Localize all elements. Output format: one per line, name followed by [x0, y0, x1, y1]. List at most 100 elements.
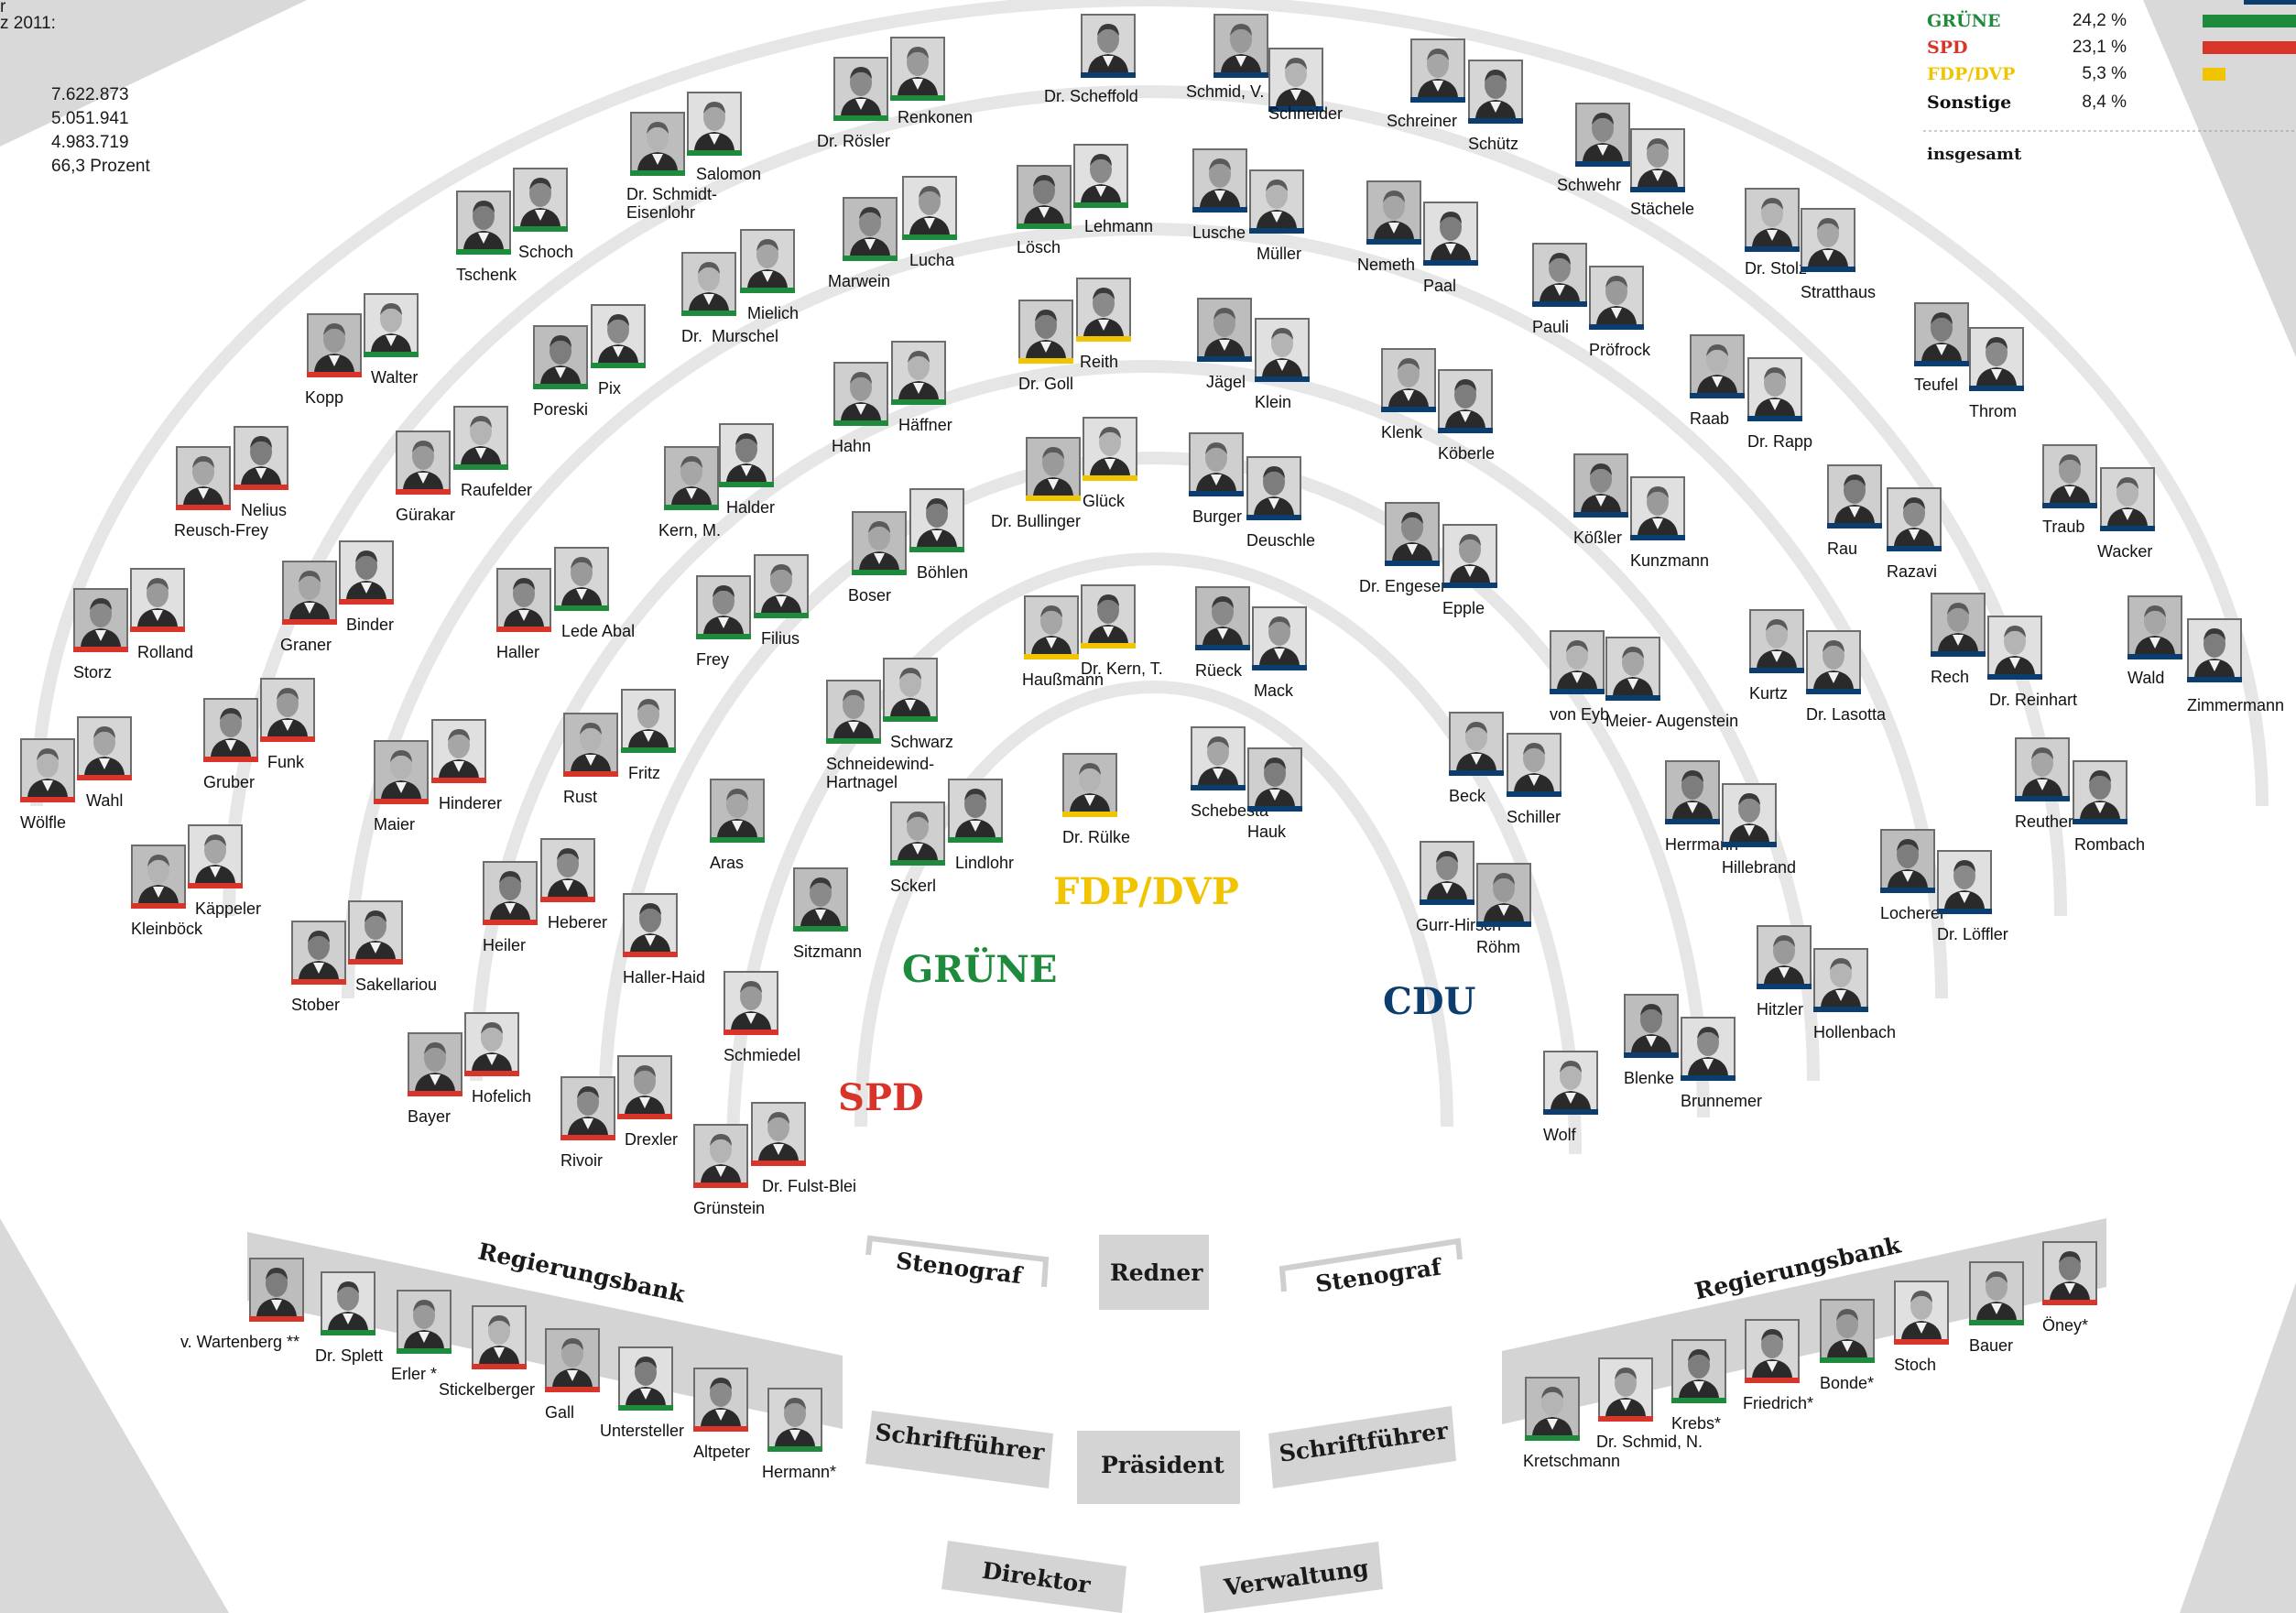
member-photo	[1017, 165, 1072, 223]
party-color-bar	[1575, 161, 1630, 167]
member-photo	[1442, 524, 1497, 583]
party-color-bar	[1438, 428, 1493, 433]
member-name: Brunnemer	[1681, 1092, 1763, 1110]
member-photo	[1969, 1261, 2024, 1320]
seat-card: Nelius	[234, 426, 288, 519]
member-name: Rombach	[2074, 835, 2146, 854]
member-name: Dr. Schmidt- Eisenlohr	[626, 185, 718, 222]
party-color-bar	[176, 505, 231, 510]
member-name: Dr. Engeser	[1359, 577, 1447, 595]
member-name: Kleinböck	[131, 920, 203, 938]
member-name: Erler *	[391, 1365, 438, 1383]
member-name: Marwein	[828, 272, 891, 290]
party-color-bar	[1192, 207, 1247, 213]
party-color-bar	[664, 505, 719, 510]
seat-card: Haußmann	[1022, 595, 1104, 689]
party-color-bar	[890, 860, 945, 866]
seat-card: Rust	[563, 713, 618, 806]
member-photo	[826, 680, 881, 738]
member-name: Hahn	[832, 437, 872, 455]
member-name: Lindlohr	[955, 854, 1015, 872]
member-name: Heberer	[548, 913, 608, 932]
seat-card: Dr. Schmidt- Eisenlohr	[626, 112, 717, 222]
seat-card: Hahn	[832, 362, 888, 455]
seat-card: Traub	[2042, 444, 2097, 536]
member-name: Raufelder	[461, 481, 533, 499]
seat-card: Wolf	[1543, 1051, 1598, 1144]
member-name: Filius	[761, 629, 800, 648]
member-photo	[1630, 476, 1685, 535]
member-photo	[1476, 863, 1531, 921]
seat-card: Lehmann	[1073, 144, 1153, 235]
party-color-bar	[1195, 645, 1250, 650]
member-photo	[693, 1368, 748, 1426]
party-color-bar	[1268, 106, 1323, 112]
member-photo	[891, 341, 946, 399]
member-name: Rivoir	[560, 1151, 604, 1170]
member-photo	[1213, 14, 1268, 72]
party-color-bar	[1385, 561, 1440, 566]
party-color-bar	[2042, 1300, 2097, 1305]
member-name: Böhlen	[917, 563, 969, 582]
member-name: Renkonen	[898, 108, 974, 126]
member-photo	[1385, 502, 1440, 561]
seat-card: Stoch	[1894, 1281, 1949, 1374]
seat-card: Dr. Splett	[315, 1271, 383, 1365]
member-name: Dr. Fulst-Blei	[762, 1177, 857, 1195]
seat-card: Kern, M.	[658, 446, 721, 539]
seat-card: Razavi	[1887, 487, 1942, 581]
member-photo	[1246, 456, 1301, 515]
member-name: Salomon	[696, 165, 762, 183]
member-photo	[545, 1328, 600, 1387]
member-name: Untersteller	[600, 1422, 685, 1440]
member-name: Poreski	[533, 400, 589, 419]
right-hex-lower	[2180, 1282, 2296, 1613]
seat-card: Rau	[1827, 464, 1882, 558]
member-name: Köberle	[1438, 444, 1496, 463]
seat-card: von Eyb	[1550, 630, 1609, 724]
member-photo	[2127, 595, 2182, 654]
party-label-gruene: GRÜNE	[902, 948, 1058, 991]
member-name: Mielich	[747, 304, 800, 322]
seat-card: Dr. Kern, T.	[1081, 584, 1163, 678]
party-color-bar	[833, 115, 888, 121]
party-color-bar	[1598, 1416, 1653, 1422]
member-name: Schreiner	[1387, 112, 1458, 130]
party-color-bar	[1449, 770, 1504, 776]
member-photo	[767, 1388, 822, 1446]
party-color-bar	[130, 627, 185, 632]
member-photo	[630, 112, 685, 170]
party-color-bar	[513, 226, 568, 232]
member-photo	[793, 867, 848, 926]
party-color-bar	[1197, 356, 1252, 362]
seat-card: Poreski	[533, 325, 588, 419]
party-color-bar	[2042, 503, 2097, 508]
seat-card: Friedrich*	[1743, 1319, 1813, 1412]
member-photo	[1438, 369, 1493, 428]
seat-card: Meier- Augenstein	[1605, 637, 1738, 730]
party-color-bar	[364, 352, 419, 357]
seat-card: Hillebrand	[1722, 783, 1796, 877]
party-color-bar	[1827, 523, 1882, 529]
member-photo	[852, 511, 907, 570]
party-color-bar	[1747, 416, 1802, 421]
member-name: Rech	[1931, 668, 1970, 686]
member-photo	[176, 446, 231, 505]
member-photo	[20, 738, 75, 797]
seat-card: Altpeter	[693, 1368, 750, 1461]
party-color-bar	[431, 778, 486, 783]
party-color-bar	[1681, 1075, 1736, 1081]
seat-card: Hermann*	[762, 1388, 836, 1481]
member-photo	[1630, 128, 1685, 187]
seat-card: Hauk	[1247, 747, 1302, 841]
member-photo	[513, 168, 568, 226]
member-photo	[1420, 841, 1474, 899]
seat-card: Salomon	[687, 92, 761, 183]
party-color-bar	[740, 288, 795, 293]
member-photo	[1745, 188, 1800, 246]
member-name: Lede Abal	[561, 622, 636, 640]
member-name: Lucha	[909, 251, 955, 269]
party-color-bar	[1880, 888, 1935, 893]
seat-card: Schiller	[1507, 733, 1561, 826]
seat-card: Schütz	[1468, 60, 1523, 153]
